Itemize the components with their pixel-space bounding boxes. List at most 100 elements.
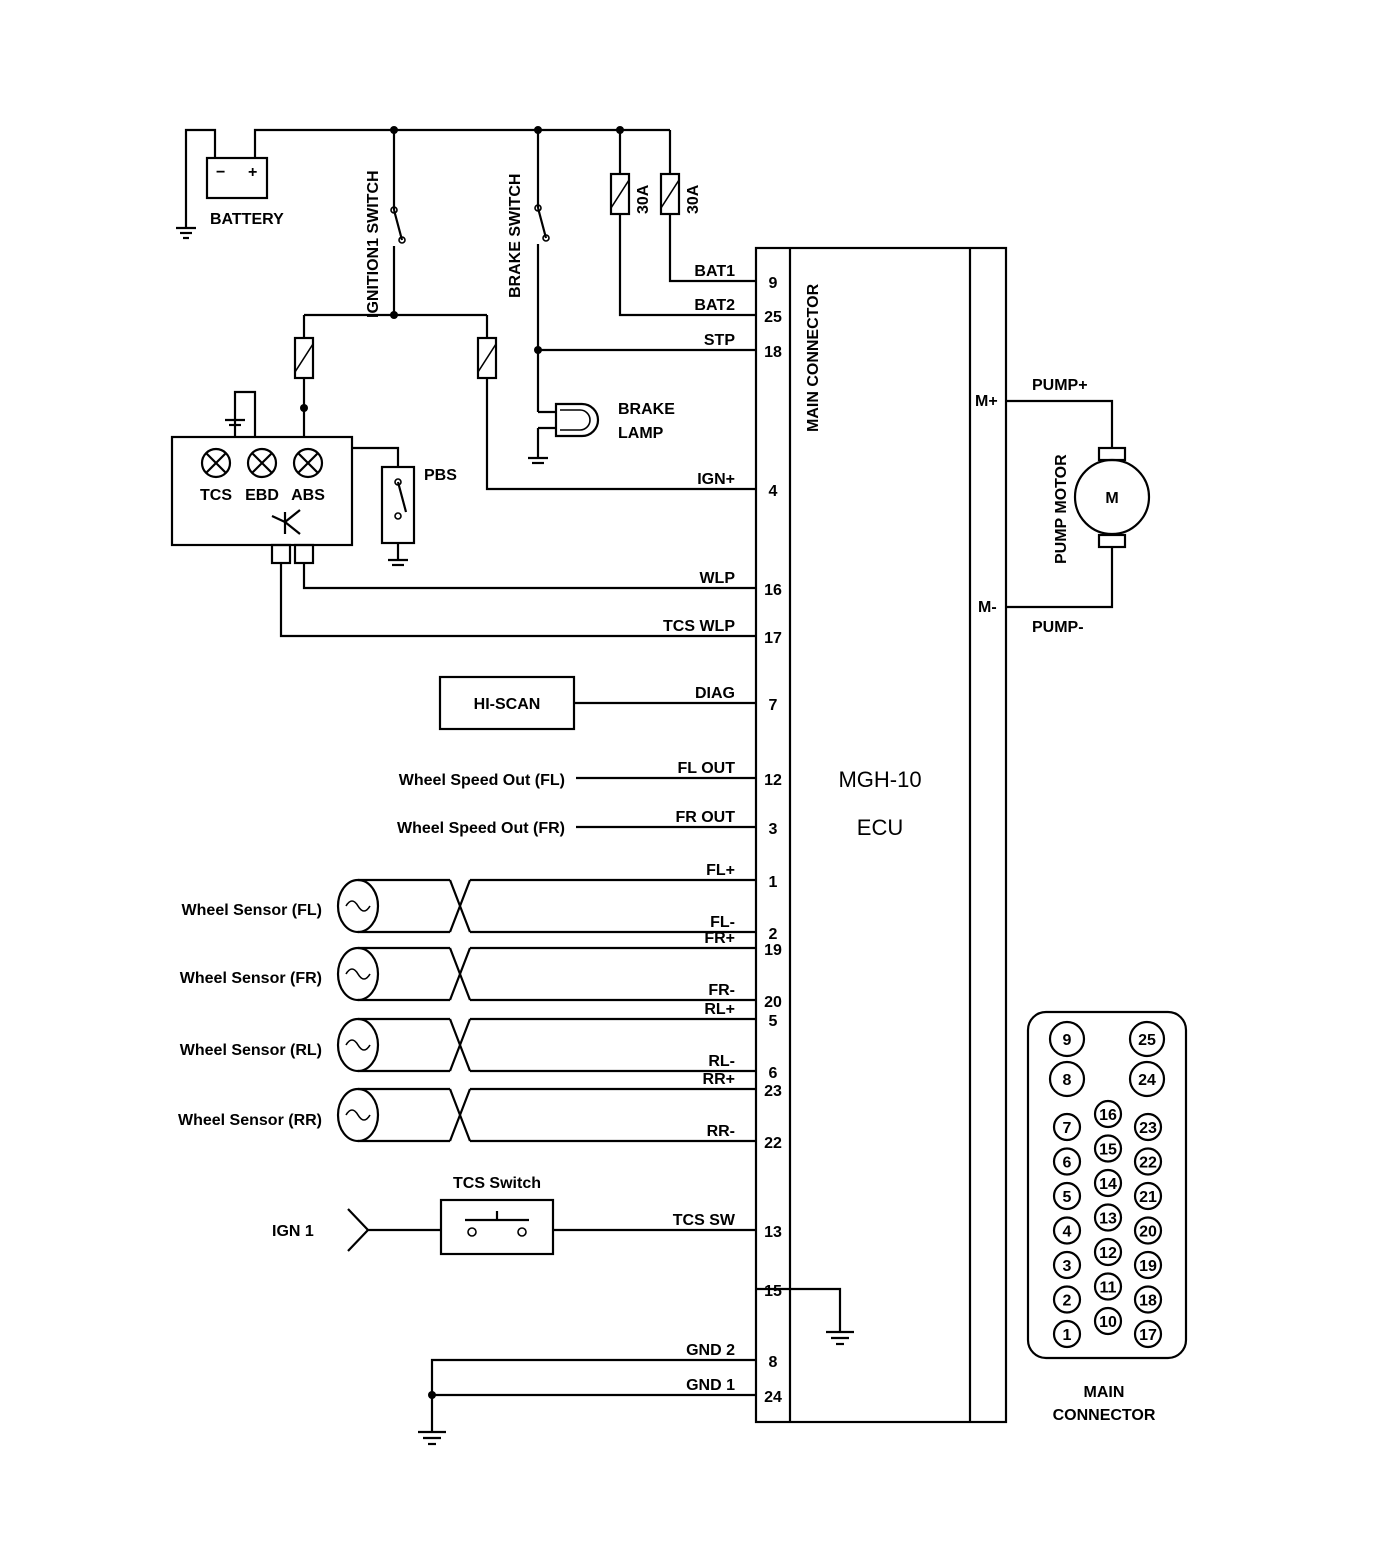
wheel-sensor-fr: Wheel Sensor (FR)	[180, 946, 756, 1002]
connector-pin	[1052, 1216, 1082, 1245]
tcs-switch-box	[439, 1198, 555, 1256]
connector-pin-number: 21	[1139, 1189, 1157, 1206]
pbs-switch-contact	[396, 481, 408, 513]
pin-number: 17	[764, 630, 782, 647]
pump-plus-label: PUMP+	[1032, 377, 1088, 394]
wheel-sensor-rr: Wheel Sensor (RR)	[178, 1087, 756, 1143]
connector-pin-number: 16	[1099, 1107, 1117, 1124]
signal-label: DIAG	[695, 685, 735, 702]
hiscan-label: HI-SCAN	[474, 696, 541, 713]
signal-label: WLP	[699, 570, 735, 587]
pin-number: 25	[764, 309, 782, 326]
fuse-30a-1-label: 30A	[635, 184, 652, 214]
connector-pin	[1093, 1168, 1123, 1198]
ground-icon	[176, 226, 196, 240]
pin-number: 18	[764, 344, 782, 361]
pin-number: 9	[769, 275, 778, 292]
pump-m-plus-label: M+	[975, 393, 998, 410]
abs-lamp-label: ABS	[291, 487, 325, 504]
signal-label: STP	[704, 332, 735, 349]
ecu-model: MGH-10	[838, 767, 921, 792]
ignition-switch-contact	[392, 209, 404, 241]
battery-label: BATTERY	[210, 211, 284, 228]
connector-title-2: CONNECTOR	[1053, 1407, 1156, 1424]
connector-pin-number: 10	[1099, 1314, 1117, 1331]
signal-label: FR+	[704, 930, 735, 947]
signal-label: BAT2	[694, 297, 735, 314]
connector-pin-number: 24	[1138, 1072, 1156, 1089]
pump-motor: M+ M- PUMP+ PUMP- M PUMP MOTOR	[975, 377, 1151, 636]
wheel-sensor-rr-label: Wheel Sensor (RR)	[178, 1112, 322, 1129]
signal-label: IGN+	[697, 471, 735, 488]
ign1-label: IGN 1	[272, 1223, 314, 1240]
connector-pin	[1133, 1147, 1163, 1176]
pin-number: 13	[764, 1224, 782, 1241]
signal-label: RL-	[708, 1053, 735, 1070]
connector-pin-number: 3	[1063, 1258, 1072, 1275]
pin-number: 22	[764, 1135, 782, 1152]
connector-pin-number: 19	[1139, 1258, 1157, 1275]
connector-pin-number: 14	[1099, 1176, 1117, 1193]
signal-label: RL+	[704, 1001, 735, 1018]
signal-label: FL OUT	[678, 760, 736, 777]
connector-pin	[1093, 1203, 1123, 1232]
transistor-icon	[271, 509, 301, 535]
pin-number: 15	[764, 1283, 782, 1300]
hiscan-tool: HI-SCAN	[438, 675, 756, 731]
signal-label: TCS SW	[673, 1212, 736, 1229]
warning-lamp-cluster: TCS EBD ABS PBS	[170, 390, 756, 638]
connector-pin	[1052, 1250, 1082, 1280]
pin-number: 8	[769, 1354, 778, 1371]
pbs-label: PBS	[424, 467, 457, 484]
connector-pin-number: 9	[1063, 1032, 1072, 1049]
connector-pin-number: 17	[1139, 1327, 1157, 1344]
pin-number: 7	[769, 697, 778, 714]
connector-pin	[1133, 1319, 1163, 1349]
connector-pin	[1133, 1285, 1163, 1314]
brake-lamp-icon	[528, 402, 600, 465]
signal-label: FL-	[710, 914, 735, 931]
ignition-switch-label: IGNITION1 SWITCH	[365, 170, 382, 318]
cluster-box	[170, 435, 354, 547]
connector-pin-number: 15	[1099, 1142, 1117, 1159]
connector-pin	[1093, 1237, 1123, 1267]
signal-label: FL+	[706, 862, 735, 879]
ecu-block: MAIN CONNECTOR MGH-10 ECU	[754, 246, 1008, 1424]
connector-pin-number: 1	[1063, 1327, 1072, 1344]
pump-minus-label: PUMP-	[1032, 619, 1084, 636]
connector-title-1: MAIN	[1084, 1384, 1125, 1401]
connector-pin	[1093, 1306, 1123, 1336]
signal-label: BAT1	[694, 263, 735, 280]
pin-number: 20	[764, 994, 782, 1011]
connector-pin	[1052, 1112, 1082, 1142]
connector-pin-number: 8	[1063, 1072, 1072, 1089]
battery-plus: +	[248, 164, 257, 181]
pin-number: 12	[764, 772, 782, 789]
connector-pin-number: 12	[1099, 1245, 1117, 1262]
pin-number: 6	[769, 1065, 778, 1082]
connector-pin-number: 6	[1063, 1155, 1072, 1172]
pin-number: 5	[769, 1013, 778, 1030]
ebd-lamp-icon	[246, 447, 278, 479]
connector-pin	[1052, 1147, 1082, 1176]
wheel-speed-out-fr: Wheel Speed Out (FR)	[397, 820, 565, 837]
wheel-sensor-rl: Wheel Sensor (RL)	[180, 1017, 756, 1073]
signal-label: TCS WLP	[663, 618, 735, 635]
tcs-switch: TCS Switch IGN 1	[272, 1175, 756, 1256]
wheel-sensor-rl-label: Wheel Sensor (RL)	[180, 1042, 322, 1059]
connector-outline	[1026, 1010, 1188, 1360]
connector-pin-number: 7	[1063, 1120, 1072, 1137]
connector-pin	[1052, 1181, 1082, 1211]
connector-pin	[1133, 1250, 1163, 1280]
brake-switch-label: BRAKE SWITCH	[507, 174, 524, 298]
connector-pin-number: 25	[1138, 1032, 1156, 1049]
pin-number: 24	[764, 1389, 782, 1406]
connector-pin-number: 23	[1139, 1120, 1157, 1137]
connector-pin-number: 18	[1139, 1293, 1157, 1310]
connector-pin	[1048, 1060, 1086, 1098]
tcs-lamp-icon	[200, 447, 232, 479]
power-section: − + BATTERY IGNITION1 SWITCH	[176, 126, 756, 491]
